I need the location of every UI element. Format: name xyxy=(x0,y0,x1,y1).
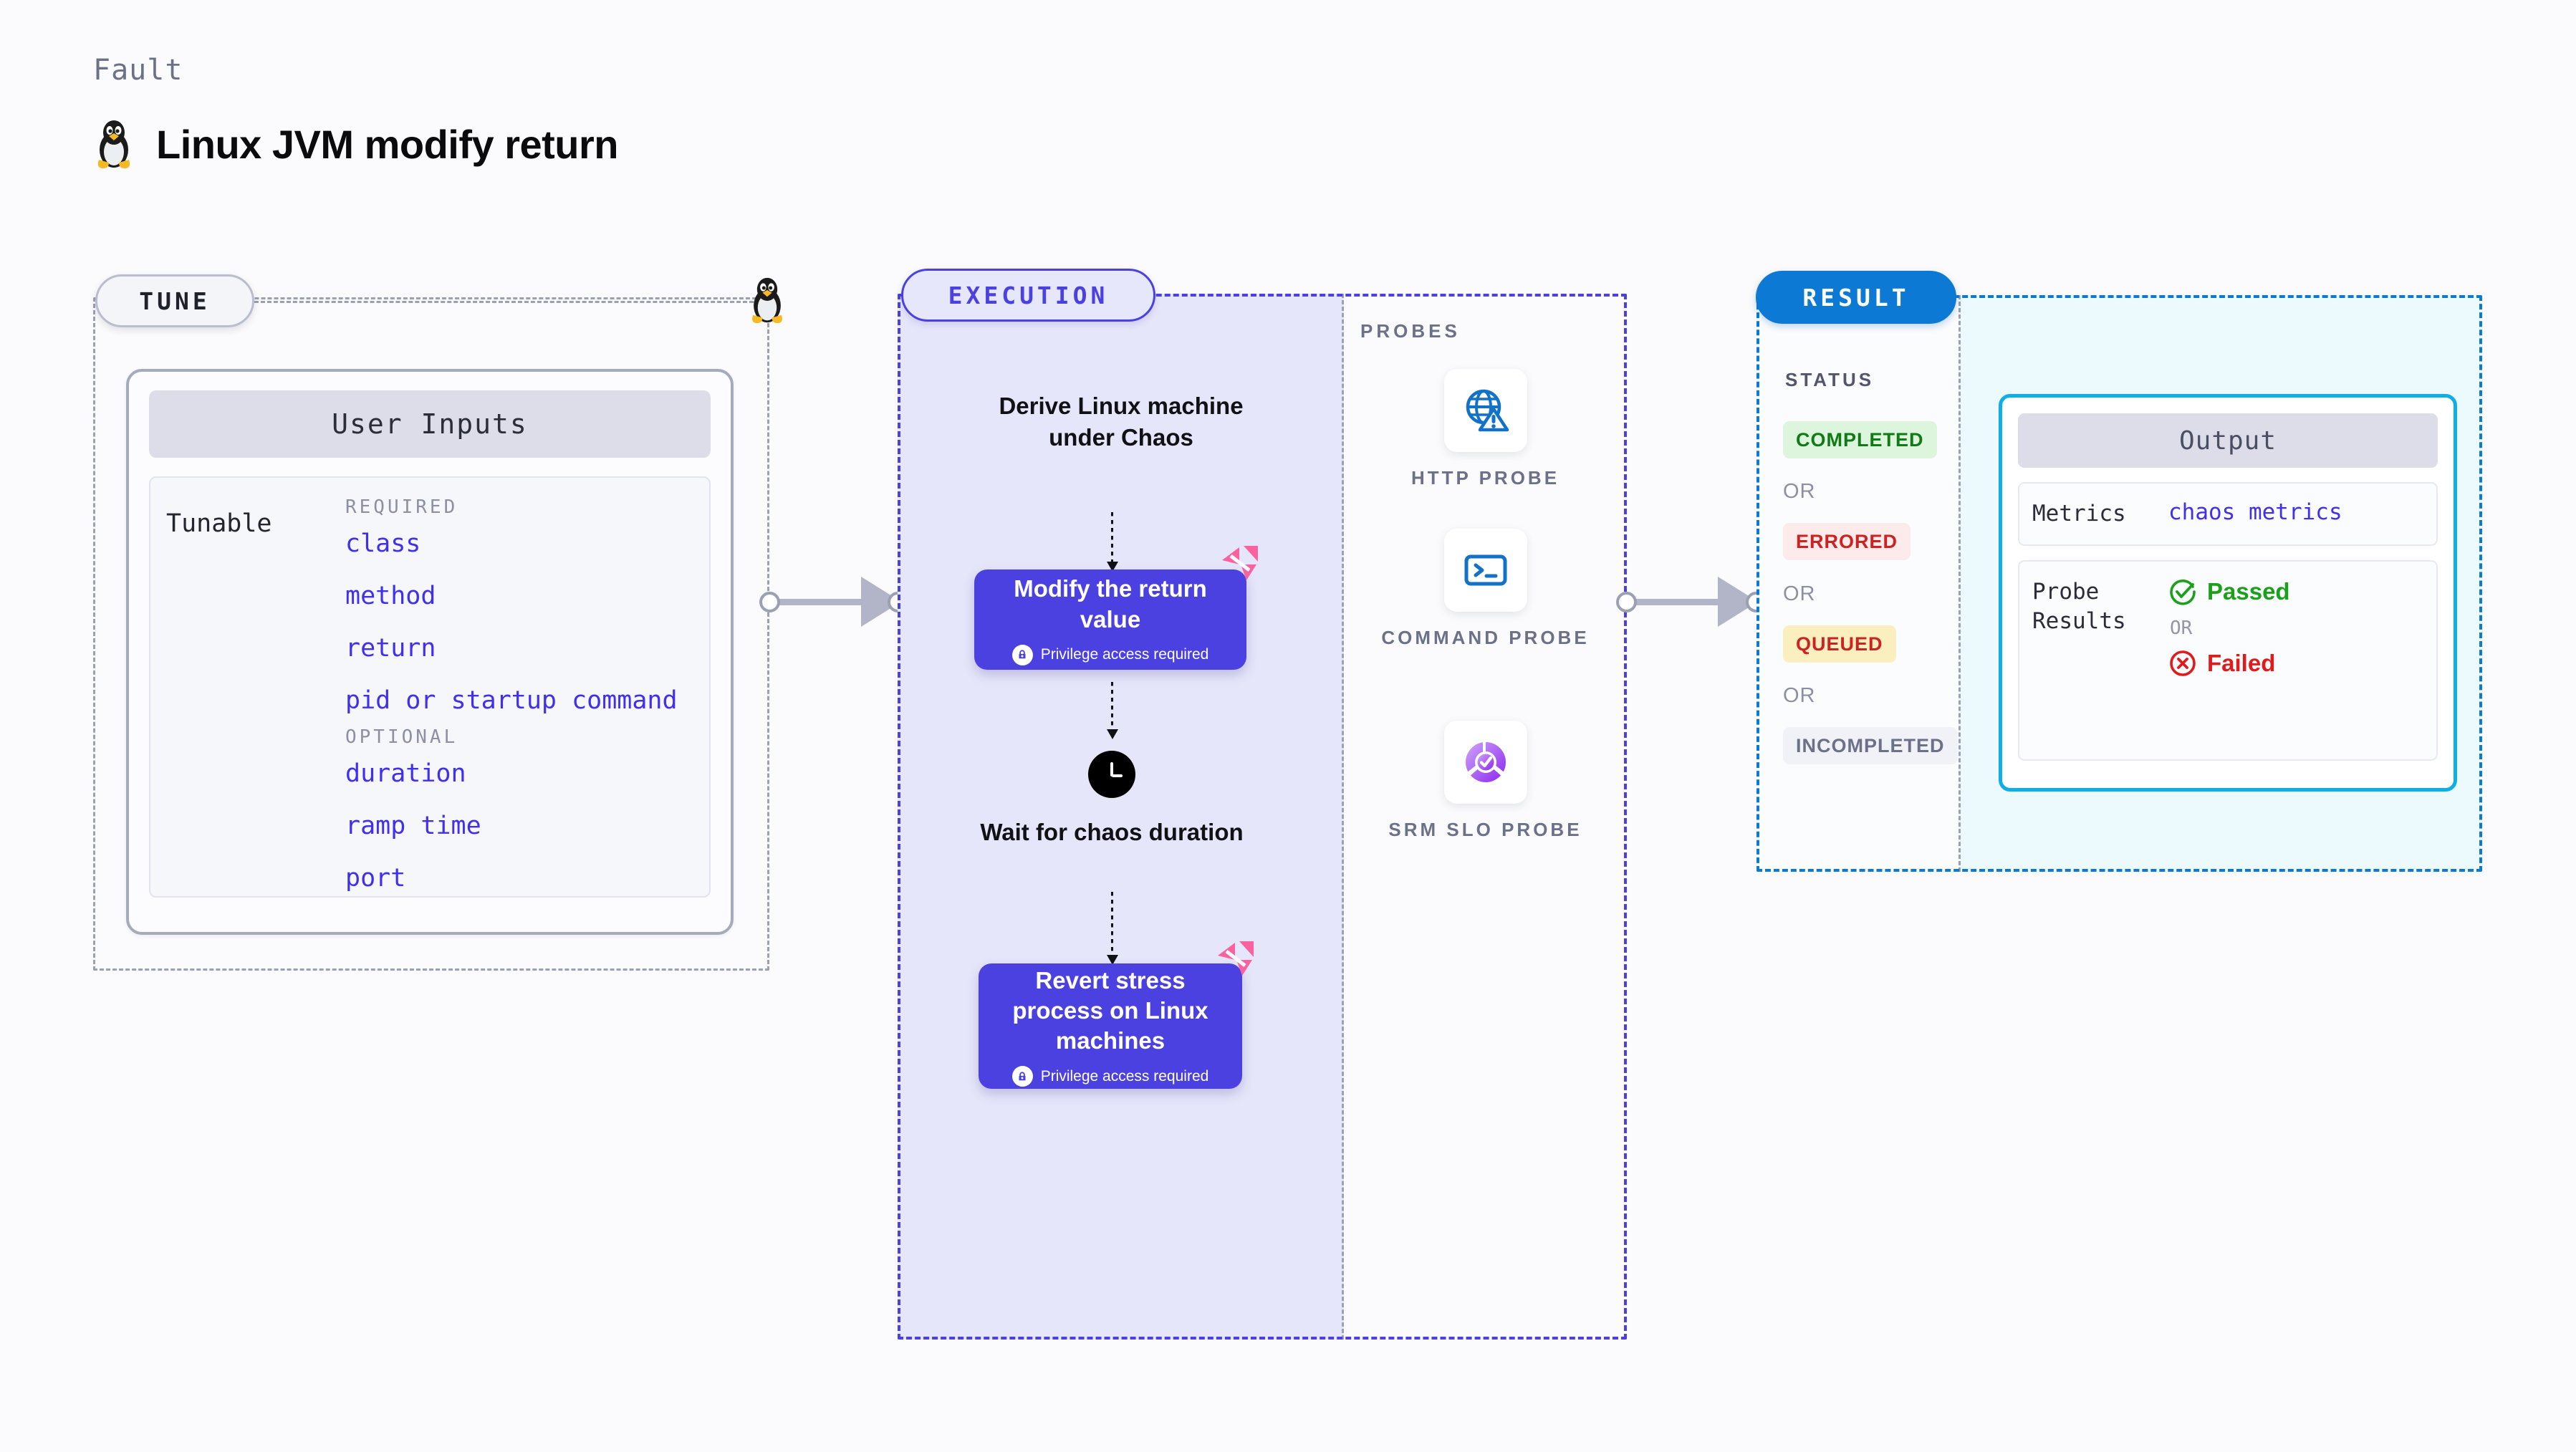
status-label: STATUS xyxy=(1785,369,1875,390)
tunable-duration[interactable]: duration xyxy=(345,759,466,788)
probe-result-passed: Passed xyxy=(2168,577,2290,606)
output-title: Output xyxy=(2018,413,2438,468)
output-probe-results-row: Probe Results Passed OR Failed xyxy=(2018,559,2438,761)
harness-icon xyxy=(1218,941,1254,976)
execution-card-modify-return[interactable]: Modify the return value Privilege access… xyxy=(974,569,1246,670)
probe-results-values: Passed OR Failed xyxy=(2168,577,2290,744)
execution-card-title: Modify the return value xyxy=(1014,575,1207,633)
status-or-3: OR xyxy=(1783,684,1816,707)
clock-icon xyxy=(1088,751,1135,798)
status-badge-incompleted: INCOMPLETED xyxy=(1783,727,1958,764)
user-inputs-title: User Inputs xyxy=(149,390,711,458)
execution-step-wait-label: Wait for chaos duration xyxy=(980,819,1244,845)
output-metrics-row: Metrics chaos metrics xyxy=(2018,482,2438,546)
output-card: Output Metrics chaos metrics Probe Resul… xyxy=(1999,394,2457,792)
status-badge-queued: QUEUED xyxy=(1783,625,1896,663)
tunable-group-optional: OPTIONAL xyxy=(345,726,458,748)
probe-command-label: COMMAND PROBE xyxy=(1381,627,1590,648)
privilege-row: Privilege access required xyxy=(1011,644,1209,665)
privilege-text: Privilege access required xyxy=(1040,1067,1209,1085)
status-column xyxy=(1756,295,1961,872)
probes-label: PROBES xyxy=(1360,320,1461,342)
page-kicker: Fault xyxy=(93,54,183,87)
status-or-1: OR xyxy=(1783,480,1816,503)
tunable-label: Tunable xyxy=(166,509,272,538)
probe-srm-slo-label: SRM SLO PROBE xyxy=(1388,819,1582,840)
lock-icon xyxy=(1011,1066,1033,1087)
probe-result-passed-label: Passed xyxy=(2207,577,2290,605)
status-badge-errored: ERRORED xyxy=(1783,523,1911,560)
probe-result-failed: Failed xyxy=(2168,649,2290,678)
check-circle-icon xyxy=(2170,579,2196,605)
probe-result-failed-label: Failed xyxy=(2207,649,2276,676)
probe-http-label: HTTP PROBE xyxy=(1410,467,1560,489)
tunable-ramp-time[interactable]: ramp time xyxy=(345,812,481,840)
execution-card-title: Revert stress process on Linux machines xyxy=(1012,966,1208,1054)
tune-region xyxy=(93,297,769,971)
result-badge[interactable]: RESULT xyxy=(1756,271,1956,324)
linux-tux-icon xyxy=(97,120,130,168)
tunable-method[interactable]: method xyxy=(345,582,436,610)
result-region xyxy=(1756,295,2482,872)
execution-badge[interactable]: EXECUTION xyxy=(901,269,1155,322)
connector-node-tune xyxy=(759,592,780,612)
execution-card-revert-stress[interactable]: Revert stress process on Linux machines … xyxy=(979,963,1242,1089)
tunable-pid-or-startup-command[interactable]: pid or startup command xyxy=(345,686,678,715)
slo-donut-check-icon xyxy=(1443,721,1527,804)
output-metrics-value[interactable]: chaos metrics xyxy=(2168,499,2342,525)
flow-arrow-2 xyxy=(1107,682,1118,739)
privilege-row: Privilege access required xyxy=(1011,1066,1209,1087)
x-circle-icon xyxy=(2170,650,2196,676)
flow-arrow-1 xyxy=(1107,512,1118,572)
terminal-icon xyxy=(1443,529,1527,612)
output-probe-results-key: Probe Results xyxy=(2032,578,2126,634)
output-metrics-key: Metrics xyxy=(2032,501,2126,527)
flow-arrow-3 xyxy=(1107,892,1118,965)
tune-top-dash xyxy=(254,301,754,303)
page-title: Linux JVM modify return xyxy=(156,121,619,167)
probe-result-or: OR xyxy=(2170,617,2193,639)
tunable-group-required: REQUIRED xyxy=(345,496,458,518)
status-badge-completed: COMPLETED xyxy=(1783,421,1937,458)
execution-region xyxy=(898,294,1627,1340)
globe-warning-icon xyxy=(1443,369,1527,452)
privilege-text: Privilege access required xyxy=(1040,646,1209,663)
linux-tux-node-icon xyxy=(752,277,782,324)
tunable-return[interactable]: return xyxy=(345,634,436,663)
status-or-2: OR xyxy=(1783,582,1816,605)
probe-http[interactable]: HTTP PROBE xyxy=(1344,369,1627,492)
execution-step-derive-label: Derive Linux machine under Chaos xyxy=(999,393,1244,451)
execution-column xyxy=(898,294,1344,1340)
lock-icon xyxy=(1011,644,1033,665)
probe-srm-slo[interactable]: SRM SLO PROBE xyxy=(1344,721,1627,844)
tunable-list: REQUIRED class method return pid or star… xyxy=(345,496,695,893)
harness-icon xyxy=(1222,546,1258,580)
tunable-class[interactable]: class xyxy=(345,529,421,558)
tune-badge[interactable]: TUNE xyxy=(95,274,254,327)
page-title-row: Linux JVM modify return xyxy=(93,118,619,170)
tunable-port[interactable]: port xyxy=(345,864,406,893)
tunable-body: Tunable REQUIRED class method return pid… xyxy=(149,476,711,898)
connector-node-probes xyxy=(1616,592,1637,612)
probe-command[interactable]: COMMAND PROBE xyxy=(1344,529,1627,652)
user-inputs-card: User Inputs Tunable REQUIRED class metho… xyxy=(126,369,734,935)
